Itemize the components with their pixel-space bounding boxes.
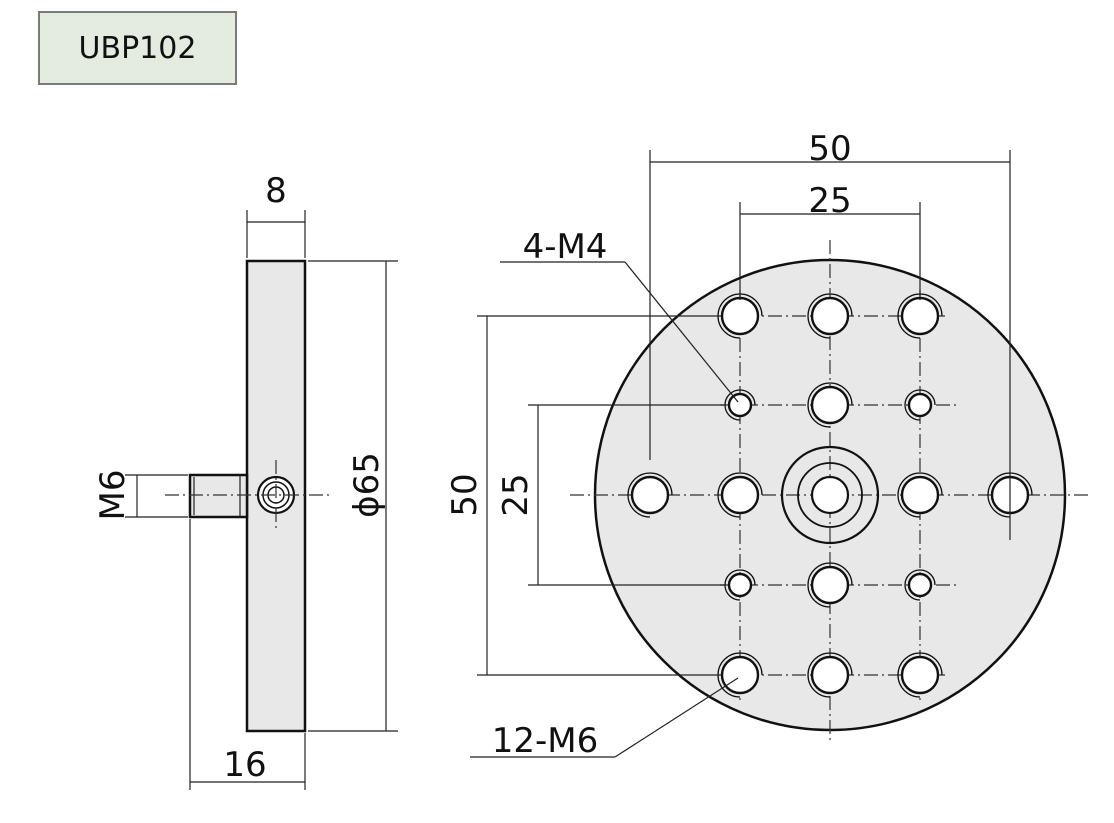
m6-hole: [807, 652, 853, 698]
horizontal-outer-dimension: 50: [808, 129, 851, 169]
vertical-outer-dimension: 50: [445, 473, 485, 516]
large-holes-callout: 12-M6: [492, 721, 599, 761]
m4-hole: [904, 569, 936, 601]
model-title-box: UBP102: [38, 11, 237, 85]
model-title: UBP102: [78, 30, 197, 66]
vertical-inner-dimension: 25: [496, 473, 536, 516]
m4-hole: [904, 389, 936, 421]
m6-hole: [897, 652, 943, 698]
m4-hole: [724, 569, 756, 601]
m6-hole: [717, 472, 763, 518]
m6-hole: [627, 472, 673, 518]
m6-hole: [807, 382, 853, 428]
m4-hole: [724, 389, 756, 421]
m6-hole: [897, 472, 943, 518]
threaded-stud: [188, 473, 249, 519]
m6-hole: [807, 293, 853, 339]
center-boss: [780, 445, 880, 545]
small-holes-callout: 4-M4: [523, 227, 608, 267]
overall-length-dimension: 16: [223, 745, 266, 785]
thread-dimension: M6: [93, 470, 133, 521]
diameter-dimension: ϕ65: [347, 452, 387, 518]
m6-hole: [807, 562, 853, 608]
front-view: 50 25 50 25 4-M4 12-M6: [445, 129, 1090, 761]
thickness-dimension: 8: [265, 171, 287, 211]
horizontal-inner-dimension: 25: [808, 181, 851, 221]
m6-hole: [717, 652, 763, 698]
side-view: 8 ϕ65 M6 16: [93, 171, 398, 790]
